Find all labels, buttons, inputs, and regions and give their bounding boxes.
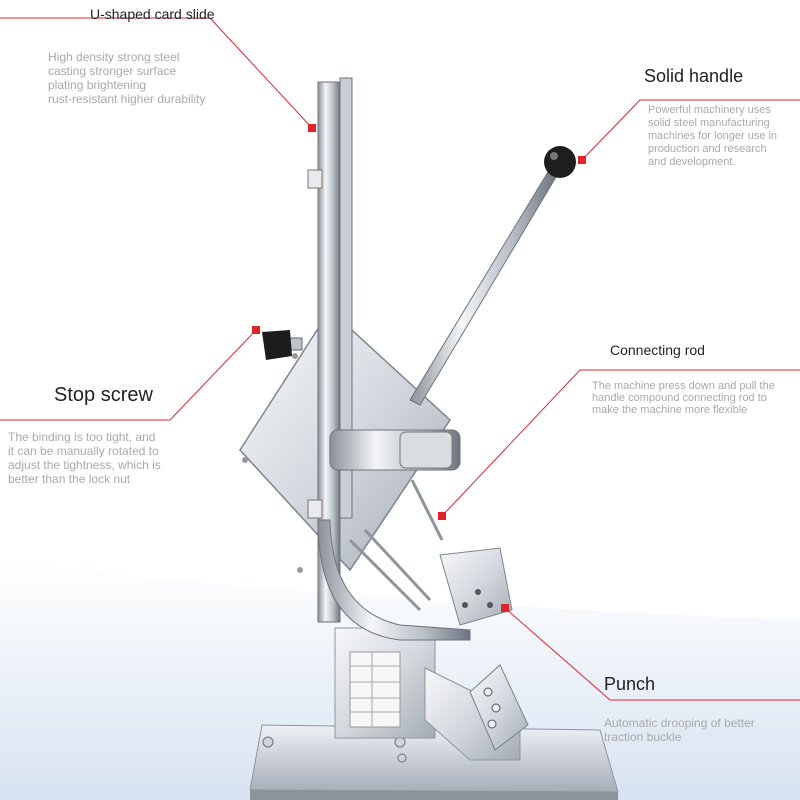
punch-description: Automatic drooping of better traction bu… (604, 716, 755, 744)
u-slide (307, 77, 471, 641)
marker-handle (578, 156, 586, 164)
rod-description: The machine press down and pull the hand… (592, 380, 775, 416)
hub (329, 429, 461, 471)
springs (348, 479, 444, 612)
u-slide-description: High density strong steel casting strong… (48, 50, 206, 106)
marker-u-slide (308, 124, 316, 132)
u-slide-title: U-shaped card slide (90, 6, 215, 22)
punch-title: Punch (604, 674, 656, 694)
rod-title: Connecting rod (610, 342, 705, 358)
marker-punch (501, 604, 509, 612)
marker-stop (252, 326, 260, 334)
marker-rod (438, 512, 446, 520)
stop-title: Stop screw (54, 384, 153, 406)
punch-plate (469, 664, 529, 751)
handle-rod (409, 146, 576, 406)
connector-block (439, 547, 513, 626)
stop-screw-knob (262, 330, 303, 360)
handle-description: Powerful machinery uses solid steel manu… (648, 104, 778, 168)
handle-title: Solid handle (644, 66, 744, 86)
stop-description: The binding is too tight, and it can be … (8, 430, 161, 486)
base-plate (249, 724, 619, 800)
lower-column (334, 627, 521, 761)
